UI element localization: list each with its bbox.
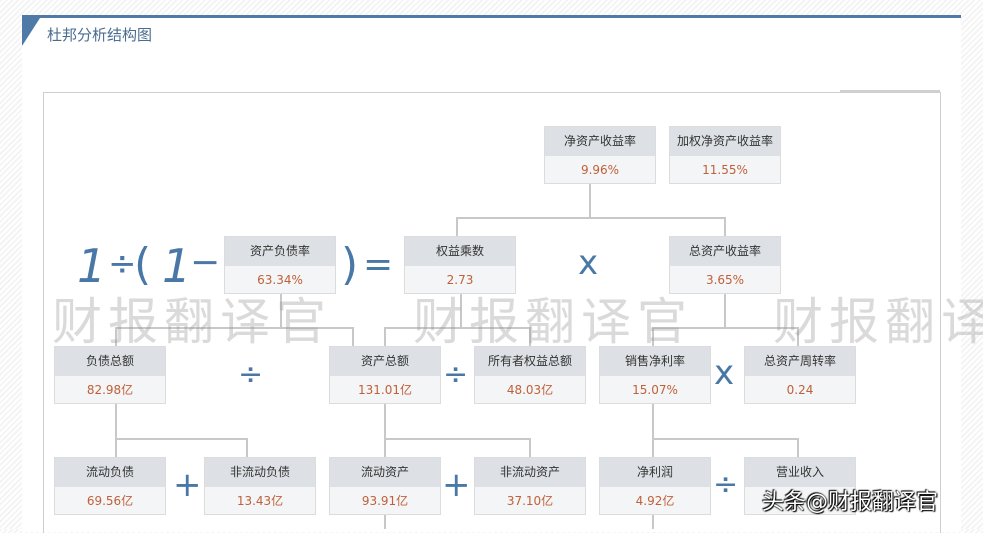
node-label: 净资产收益率	[545, 127, 655, 156]
connector	[652, 327, 654, 347]
connector	[352, 327, 354, 347]
node-value: 4.92亿	[635, 494, 675, 508]
operator-plus: +	[442, 465, 471, 505]
node-value: 11.55%	[702, 163, 748, 177]
connector	[589, 184, 591, 218]
node-asset-turnover[interactable]: 总资产周转率 0.24	[744, 346, 856, 404]
node-value: 0.24	[786, 383, 814, 397]
node-label: 销售净利率	[600, 347, 710, 376]
node-value: 9.96%	[580, 163, 620, 177]
connector	[724, 294, 726, 328]
node-roa[interactable]: 总资产收益率 3.65%	[669, 236, 781, 294]
node-roe[interactable]: 净资产收益率 9.96%	[544, 126, 656, 184]
operator-right-paren: )	[341, 239, 359, 290]
node-label: 总资产周转率	[745, 347, 855, 376]
node-label: 非流动资产	[475, 458, 585, 487]
node-label: 净利润	[600, 458, 710, 487]
node-label: 权益乘数	[405, 237, 515, 266]
connector	[384, 515, 386, 529]
node-label: 非流动负债	[205, 458, 315, 487]
panel-title: 杜邦分析结构图	[47, 26, 153, 44]
connector	[246, 438, 248, 458]
connector	[652, 327, 798, 329]
node-revenue[interactable]: 营业收入	[744, 457, 856, 515]
operator-divide: ÷	[443, 357, 469, 392]
connector	[456, 217, 458, 237]
node-total-equity[interactable]: 所有者权益总额 48.03亿	[474, 346, 586, 404]
operator-one: 1	[162, 239, 192, 293]
connector	[652, 404, 654, 458]
node-value: 93.91亿	[361, 494, 409, 508]
connector	[384, 327, 530, 329]
node-current-liabilities[interactable]: 流动负债 69.56亿	[54, 457, 166, 515]
connector	[460, 294, 462, 328]
node-value: 63.34%	[257, 273, 303, 287]
node-label: 流动负债	[55, 458, 165, 487]
node-value: 15.07%	[632, 383, 678, 397]
operator-times: x	[714, 353, 735, 393]
operator-left-paren: (	[134, 239, 152, 290]
node-noncurrent-liabilities[interactable]: 非流动负债 13.43亿	[204, 457, 316, 515]
node-value: 48.03亿	[506, 383, 554, 397]
operator-minus: −	[190, 242, 221, 283]
operator-divide: ÷	[713, 467, 739, 502]
frame-tab	[840, 90, 940, 92]
node-total-debt[interactable]: 负债总额 82.98亿	[54, 346, 166, 404]
connector	[652, 438, 798, 440]
connector	[529, 327, 531, 347]
node-label: 流动资产	[330, 458, 440, 487]
node-total-assets[interactable]: 资产总额 131.01亿	[329, 346, 441, 404]
connector	[384, 327, 386, 347]
node-noncurrent-assets[interactable]: 非流动资产 37.10亿	[474, 457, 586, 515]
node-label: 所有者权益总额	[475, 347, 585, 376]
node-net-margin[interactable]: 销售净利率 15.07%	[599, 346, 711, 404]
connector	[384, 404, 386, 458]
connector	[384, 438, 530, 440]
node-label: 营业收入	[745, 458, 855, 487]
source-credit: 头条@财报翻译官	[762, 490, 939, 515]
node-debt-ratio[interactable]: 资产负债率 63.34%	[224, 236, 336, 294]
node-value: 3.65%	[705, 273, 745, 287]
connector	[797, 327, 799, 347]
node-equity-multiplier[interactable]: 权益乘数 2.73	[404, 236, 516, 294]
node-value: 69.56亿	[86, 494, 134, 508]
node-value: 82.98亿	[86, 383, 134, 397]
operator-plus: +	[173, 465, 202, 505]
operator-divide: ÷	[108, 244, 137, 284]
connector	[724, 217, 726, 237]
node-value: 131.01亿	[358, 383, 412, 397]
node-label: 资产总额	[330, 347, 440, 376]
connector	[115, 327, 117, 347]
node-label: 负债总额	[55, 347, 165, 376]
node-label: 资产负债率	[225, 237, 335, 266]
connector	[280, 294, 282, 328]
title-corner-decoration	[22, 18, 40, 46]
node-current-assets[interactable]: 流动资产 93.91亿	[329, 457, 441, 515]
connector	[115, 404, 117, 458]
diagram-frame	[43, 92, 941, 533]
operator-one: 1	[77, 239, 107, 293]
node-label: 加权净资产收益率	[670, 127, 780, 156]
connector	[115, 327, 353, 329]
node-label: 总资产收益率	[670, 237, 780, 266]
node-value: 37.10亿	[506, 494, 554, 508]
operator-divide: ÷	[238, 357, 264, 392]
node-value: 2.73	[446, 273, 474, 287]
operator-equals: =	[363, 244, 394, 285]
operator-times: x	[578, 243, 599, 283]
connector	[797, 438, 799, 458]
node-net-profit[interactable]: 净利润 4.92亿	[599, 457, 711, 515]
connector	[115, 438, 247, 440]
node-value: 13.43亿	[236, 494, 284, 508]
connector	[529, 438, 531, 458]
connector	[456, 217, 726, 219]
node-weighted-roe[interactable]: 加权净资产收益率 11.55%	[669, 126, 781, 184]
connector	[652, 515, 654, 529]
